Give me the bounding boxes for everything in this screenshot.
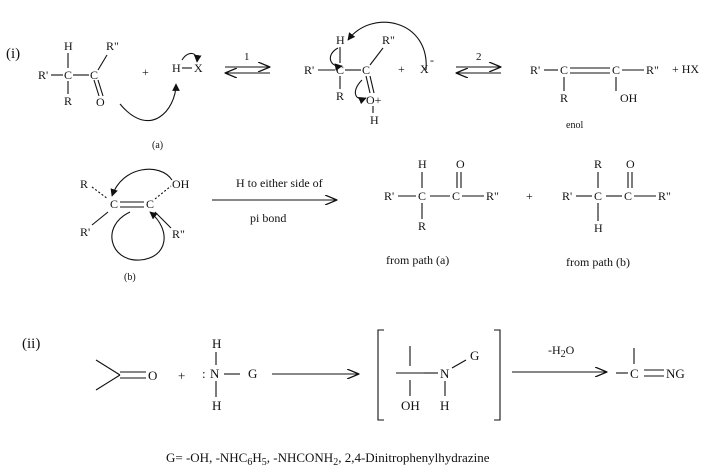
svg-text:OH: OH [172, 177, 190, 191]
equilibrium-arrow-1: 1 [225, 51, 270, 73]
path-arrow-label-1: H to either side of [236, 176, 323, 190]
svg-text:2: 2 [476, 51, 482, 63]
plus-1: + [142, 65, 149, 79]
svg-text:H: H [440, 398, 449, 413]
svg-text:H: H [336, 33, 345, 47]
x-minus: X - [420, 53, 434, 76]
label-b: (b) [124, 272, 136, 283]
svg-text:R": R" [658, 189, 671, 203]
svg-text:C: C [630, 366, 639, 381]
enol-label: enol [566, 120, 583, 131]
product-path-a: H O R' C C R" R [384, 157, 499, 233]
label-a: (a) [152, 140, 163, 151]
svg-text:R": R" [382, 33, 395, 47]
svg-text:X: X [420, 62, 429, 76]
svg-text:C: C [560, 63, 568, 77]
svg-text:R: R [594, 157, 602, 171]
svg-text:R: R [336, 89, 344, 103]
enol-molecule: R' C R C OH R" [530, 63, 659, 105]
dehydration-label: -H2O [548, 343, 575, 360]
part-ii-label: (ii) [22, 336, 40, 352]
svg-text:H: H [212, 398, 221, 413]
amine-reagent: H : N G H [202, 336, 257, 413]
svg-text:G: G [248, 366, 257, 381]
svg-text:H: H [418, 157, 427, 171]
product-path-b: R O R' C C R" H [562, 157, 671, 235]
svg-text:C: C [64, 68, 72, 82]
svg-text:OH: OH [620, 91, 638, 105]
svg-text:C: C [594, 189, 602, 203]
svg-text::: : [202, 366, 206, 381]
carbonyl-molecule: O [95, 359, 157, 391]
svg-text:R: R [64, 94, 72, 108]
plus-3: + [526, 189, 533, 203]
part-i-label: (i) [6, 46, 20, 62]
svg-text:O: O [456, 157, 465, 171]
svg-text:H: H [594, 221, 603, 235]
svg-text:R': R' [38, 68, 48, 82]
svg-text:R": R" [172, 227, 185, 241]
imine-product: C NG [616, 348, 685, 381]
equilibrium-arrow-2: 2 [456, 51, 501, 73]
svg-text:O: O [148, 368, 157, 383]
curved-arrow-a [119, 83, 180, 122]
g-definition: G= -OH, -NHC6H5, -NHCONH2, 2,4-Dinitroph… [166, 450, 490, 468]
svg-text:R': R' [304, 63, 314, 77]
svg-text:R': R' [384, 189, 394, 203]
svg-text:R': R' [562, 189, 572, 203]
ketone-molecule: H R' C R C R" O [38, 39, 119, 109]
from-path-a-label: from path (a) [386, 253, 449, 267]
svg-text:R: R [80, 177, 88, 191]
curved-arrow-x [347, 21, 427, 71]
svg-text:C: C [110, 197, 118, 211]
svg-text:R': R' [530, 63, 540, 77]
svg-text:R': R' [80, 225, 90, 239]
carbinolamine-intermediate: OH N G H [377, 329, 501, 421]
svg-text:C: C [452, 189, 460, 203]
hx-reagent: H X [172, 52, 203, 75]
svg-text:C: C [624, 189, 632, 203]
svg-text:NG: NG [666, 366, 685, 381]
plus-4: + [178, 368, 185, 383]
svg-text:R": R" [486, 189, 499, 203]
hx-product: + HX [672, 62, 699, 76]
svg-text:H: H [64, 39, 73, 53]
svg-text:C: C [612, 63, 620, 77]
svg-text:C: C [336, 63, 344, 77]
protonated-ketone: H R' C R C R" O+ H [304, 33, 395, 127]
from-path-b-label: from path (b) [566, 255, 630, 269]
svg-text:R: R [418, 219, 426, 233]
svg-text:H: H [212, 336, 221, 351]
svg-text:R": R" [646, 63, 659, 77]
path-arrow-label-2: pi bond [250, 211, 286, 225]
svg-text:C: C [362, 63, 370, 77]
svg-text:O: O [626, 157, 635, 171]
svg-text:O+: O+ [366, 93, 382, 107]
svg-text:R": R" [106, 39, 119, 53]
plus-2: + [398, 62, 405, 76]
svg-text:O: O [96, 95, 105, 109]
svg-text:C: C [90, 68, 98, 82]
svg-text:G: G [470, 348, 479, 363]
svg-text:C: C [418, 189, 426, 203]
svg-text:OH: OH [401, 398, 420, 413]
svg-text:N: N [210, 366, 220, 381]
svg-text:R: R [560, 91, 568, 105]
svg-text:1: 1 [244, 51, 250, 63]
svg-text:X: X [194, 61, 203, 75]
svg-text:C: C [146, 197, 154, 211]
svg-text:H: H [370, 113, 379, 127]
svg-text:N: N [440, 366, 450, 381]
enol-b-molecule: R C C OH R' R" [80, 168, 190, 261]
svg-text:-: - [430, 53, 434, 67]
svg-text:H: H [172, 61, 181, 75]
